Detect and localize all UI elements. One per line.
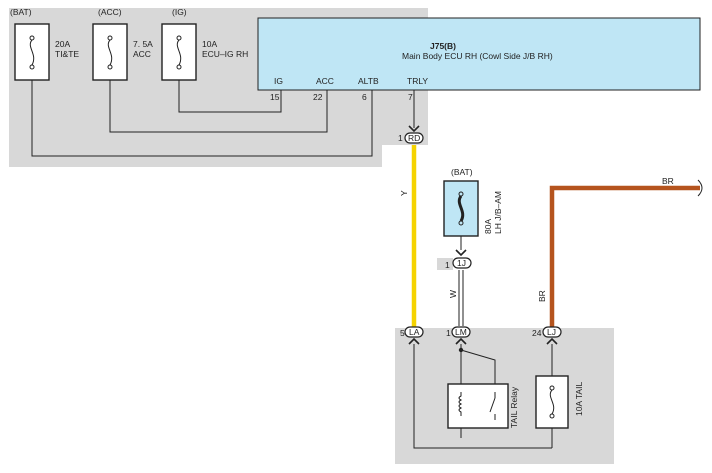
fuse-name: ACC bbox=[133, 49, 151, 59]
connector-la: 5 LA bbox=[400, 326, 424, 345]
main-body-ecu-box bbox=[257, 17, 701, 91]
fuse-ecu-wiring bbox=[31, 80, 415, 157]
relay-label: TAIL Relay bbox=[509, 386, 519, 428]
terminal-acc: ACC bbox=[316, 76, 334, 86]
tail-relay: TAIL Relay bbox=[447, 383, 519, 429]
connector-code: 1J bbox=[457, 258, 466, 268]
fuse-rating: 7. 5A bbox=[133, 39, 153, 49]
fuse-label: 10A TAIL bbox=[574, 382, 584, 416]
wire-ig bbox=[178, 80, 282, 113]
connector-1j: 1 1J bbox=[437, 249, 472, 270]
pin-7: 7 bbox=[408, 92, 413, 102]
wire-label-y: Y bbox=[399, 190, 409, 196]
fuse-source-acc: (ACC) bbox=[98, 7, 122, 17]
relay-switch-icon bbox=[489, 397, 496, 413]
fuse-element-icon bbox=[107, 39, 113, 66]
fuse-7-5a-acc: (ACC) 7. 5A ACC bbox=[92, 7, 153, 81]
connector-code: LA bbox=[409, 327, 420, 337]
fuse-rating: 80A bbox=[483, 219, 493, 234]
pin-6: 6 bbox=[362, 92, 367, 102]
connector-arrow-icon bbox=[455, 249, 467, 257]
connector-pin: 1 bbox=[398, 133, 403, 143]
connector-code: RD bbox=[408, 133, 420, 143]
fuse-80a-lh-jb-am: (BAT) 80A LH J/B–AM bbox=[443, 167, 503, 250]
internal-wiring bbox=[413, 344, 553, 449]
fuse-element-icon bbox=[176, 39, 182, 66]
terminal-altb: ALTB bbox=[358, 76, 379, 86]
wire-acc bbox=[109, 80, 328, 133]
ecu-code: J75(B) bbox=[430, 41, 456, 51]
connector-arrow-icon bbox=[408, 125, 420, 133]
fuse-source-bat: (BAT) bbox=[451, 167, 473, 177]
pin-15: 15 bbox=[270, 92, 280, 102]
fuse-source-bat: (BAT) bbox=[10, 7, 32, 17]
connector-pin: 1 bbox=[445, 260, 450, 270]
fuse-name: TI&TE bbox=[55, 49, 79, 59]
connector-lj: 24 LJ bbox=[532, 326, 562, 345]
connector-code: LJ bbox=[547, 327, 556, 337]
terminal-ig: IG bbox=[274, 76, 283, 86]
fuse-name: LH J/B–AM bbox=[493, 191, 503, 234]
wire-label-br-vertical: BR bbox=[537, 290, 547, 302]
wire-continue-icon bbox=[697, 179, 703, 197]
connector-lm: 1 LM bbox=[446, 326, 471, 345]
wire-label-w: W bbox=[448, 290, 458, 298]
fuse-element-icon bbox=[457, 195, 465, 222]
fuse-rating: 10A bbox=[202, 39, 217, 49]
fuse-element-icon bbox=[549, 389, 555, 415]
fuse-rating: 20A bbox=[55, 39, 70, 49]
wire-altb bbox=[31, 80, 373, 157]
connector-pin: 1 bbox=[446, 328, 451, 338]
fuse-name: ECU–IG RH bbox=[202, 49, 248, 59]
fuse-element-icon bbox=[29, 39, 35, 66]
wire-w: W bbox=[448, 270, 464, 326]
connector-pin: 5 bbox=[400, 328, 405, 338]
relay-coil-icon bbox=[458, 392, 463, 416]
fuse-10a-tail: 10A TAIL bbox=[535, 375, 584, 429]
wire-label-br-top: BR bbox=[662, 176, 674, 186]
wire-br bbox=[549, 185, 700, 328]
pin-22: 22 bbox=[313, 92, 323, 102]
connector-code: LM bbox=[455, 327, 467, 337]
connector-rd: 1 RD bbox=[398, 125, 424, 144]
fuse-source-ig: (IG) bbox=[172, 7, 187, 17]
connector-arrow-icon bbox=[546, 337, 558, 345]
wire-relay-coil-feed bbox=[460, 349, 496, 384]
ecu-name: Main Body ECU RH (Cowl Side J/B RH) bbox=[402, 51, 553, 61]
wire-la-internal bbox=[413, 344, 552, 449]
terminal-trly: TRLY bbox=[407, 76, 428, 86]
connector-arrow-icon bbox=[455, 337, 467, 345]
fuse-10a-ecu-ig-rh: (IG) 10A ECU–IG RH bbox=[161, 7, 248, 81]
connector-pin: 24 bbox=[532, 328, 542, 338]
connector-arrow-icon bbox=[408, 337, 420, 345]
